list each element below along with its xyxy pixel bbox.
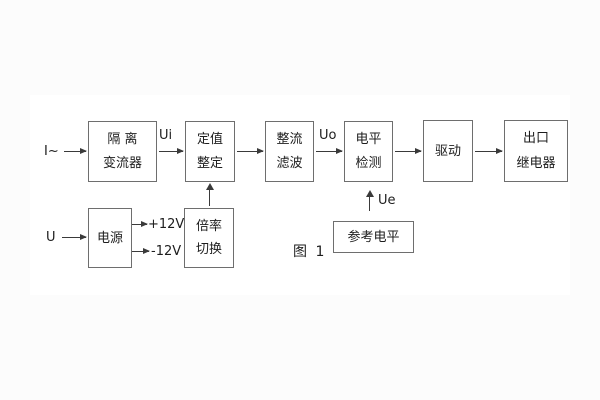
- block-label: 出口: [522, 131, 549, 147]
- input-voltage-label: U: [46, 230, 56, 245]
- arrow-voltage-to-power: [62, 234, 87, 240]
- signal-uo-label: Uo: [319, 128, 337, 143]
- arrow-detector-to-driver: [395, 148, 422, 154]
- input-current-label: I~: [44, 144, 59, 159]
- signal-ue-label: Ue: [378, 193, 396, 208]
- block-rectifier-filter: 整流 滤波: [265, 121, 314, 182]
- block-level-detector: 电平 检测: [344, 121, 393, 182]
- block-setting-adjustment: 定值 整定: [185, 121, 235, 182]
- block-label: 驱动: [434, 143, 461, 159]
- block-label: 定值: [196, 132, 223, 147]
- block-isolation-transformer: 隔 离 变流器: [88, 121, 157, 182]
- block-reference-level: 参考电平: [333, 221, 414, 253]
- block-label: 检测: [355, 156, 382, 171]
- arrow-ratio-to-setting: [206, 183, 214, 206]
- block-label: 切换: [195, 242, 222, 258]
- block-ratio-switch: 倍率 切换: [184, 208, 234, 268]
- arrow-rectifier-to-detector: [316, 148, 343, 154]
- arrow-setting-to-rectifier: [237, 148, 264, 154]
- block-label: 变流器: [102, 156, 142, 171]
- block-label: 倍率: [195, 218, 222, 234]
- block-label: 继电器: [516, 155, 556, 171]
- arrow-isolation-to-setting: [159, 148, 184, 154]
- block-label: 整流: [276, 132, 303, 147]
- block-label: 电源: [96, 230, 123, 246]
- plus-12v-label: +12V: [148, 217, 185, 232]
- block-label: 滤波: [276, 156, 303, 171]
- minus-12v-label: -12V: [151, 244, 182, 259]
- block-output-relay: 出口 继电器: [504, 120, 568, 182]
- block-label: 参考电平: [347, 229, 400, 245]
- block-label: 整定: [196, 156, 223, 171]
- block-driver: 驱动: [423, 120, 473, 182]
- block-label: 隔 离: [107, 132, 138, 147]
- arrow-reference-to-detector: [366, 190, 374, 211]
- block-power-supply: 电源: [88, 208, 132, 268]
- arrow-power-minus12: [132, 248, 150, 254]
- arrow-current-to-isolation: [64, 148, 87, 154]
- block-label: 电平: [355, 132, 382, 147]
- arrow-power-plus12: [132, 221, 148, 227]
- signal-ui-label: Ui: [159, 128, 173, 143]
- figure-caption: 图 1: [293, 244, 327, 260]
- arrow-driver-to-relay: [475, 148, 503, 154]
